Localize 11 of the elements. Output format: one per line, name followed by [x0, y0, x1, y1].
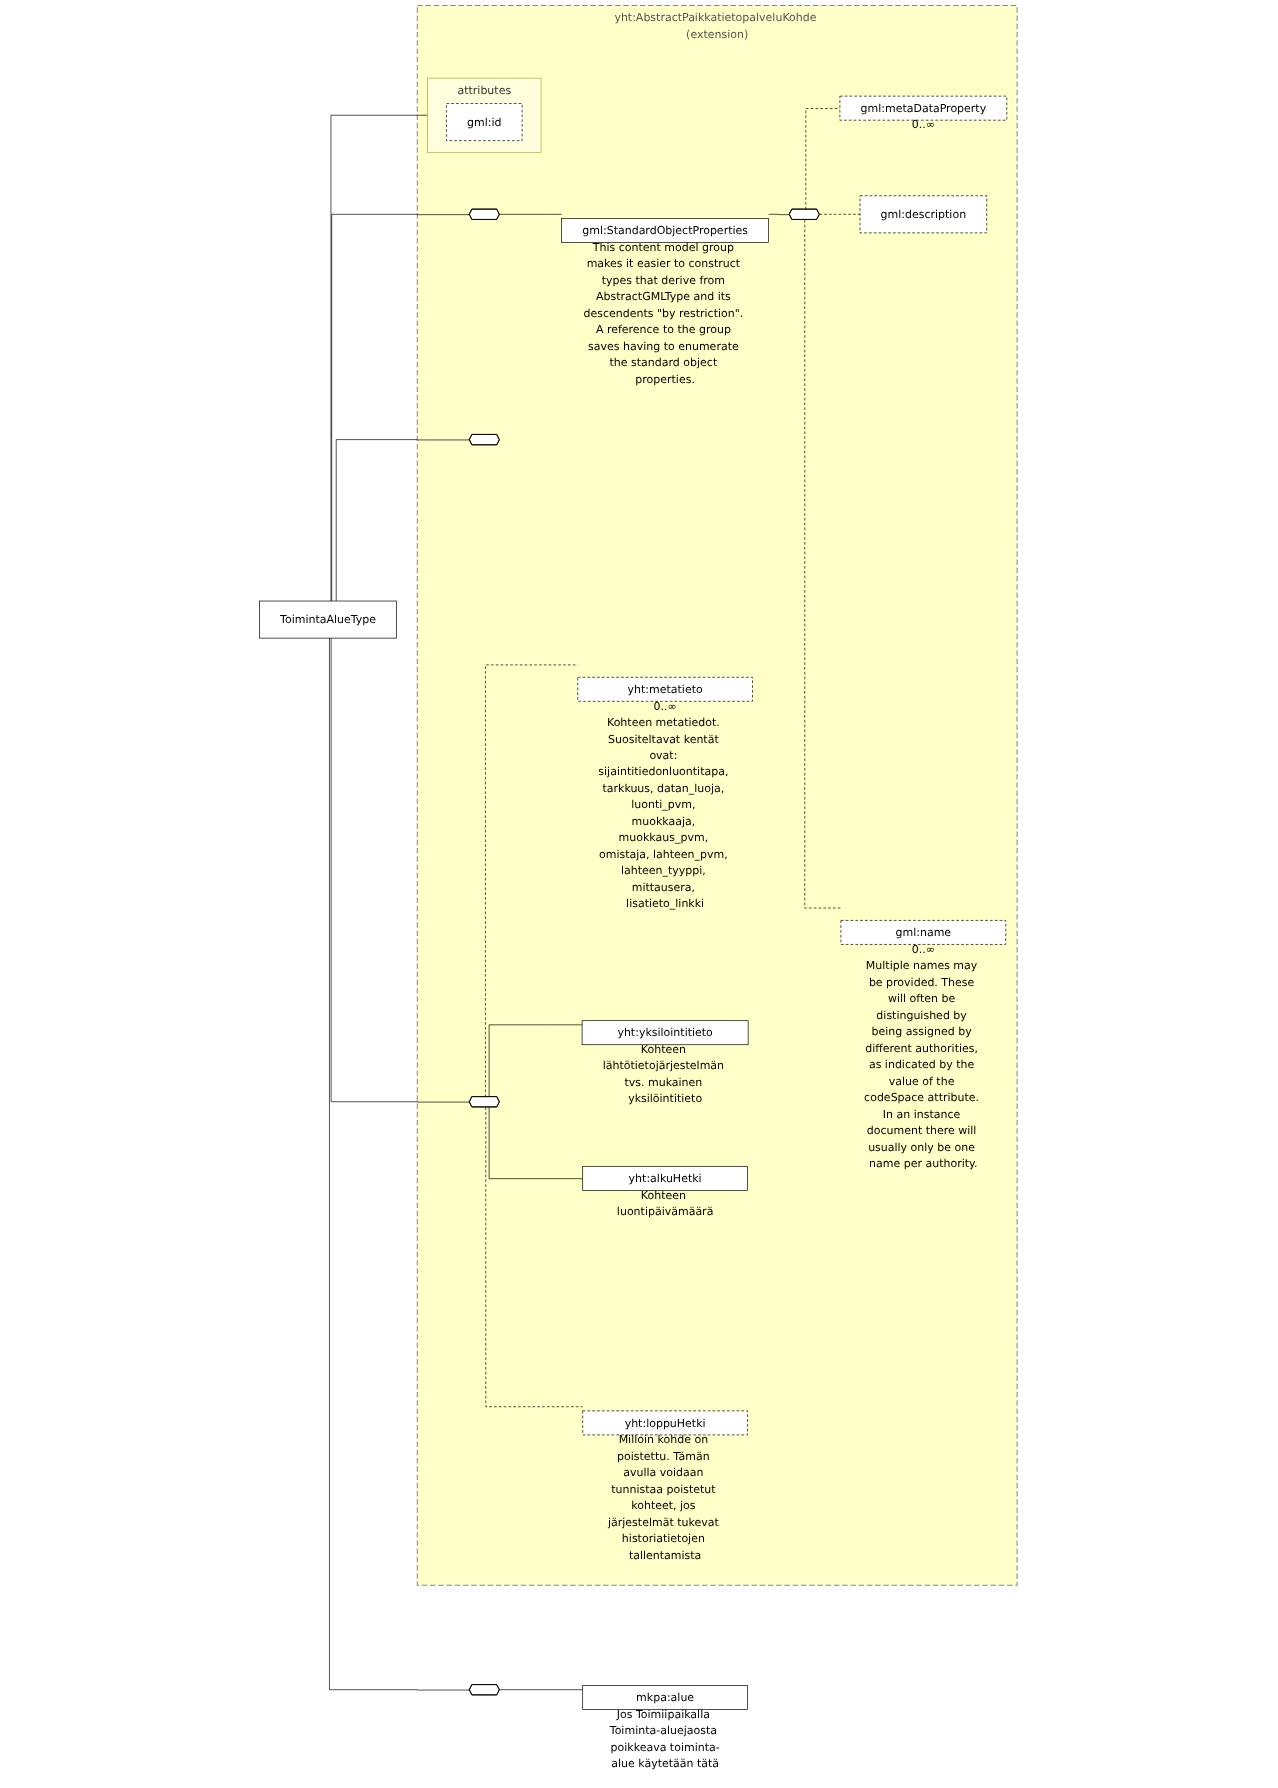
connector — [336, 439, 471, 602]
connector — [332, 214, 471, 602]
connector — [500, 1689, 584, 1691]
connector — [489, 1106, 584, 1180]
connector — [500, 214, 563, 216]
connector — [331, 114, 429, 602]
connector — [805, 219, 842, 909]
connector — [819, 214, 861, 216]
connector — [806, 108, 841, 210]
connector — [486, 1106, 584, 1408]
connector — [329, 637, 471, 1691]
